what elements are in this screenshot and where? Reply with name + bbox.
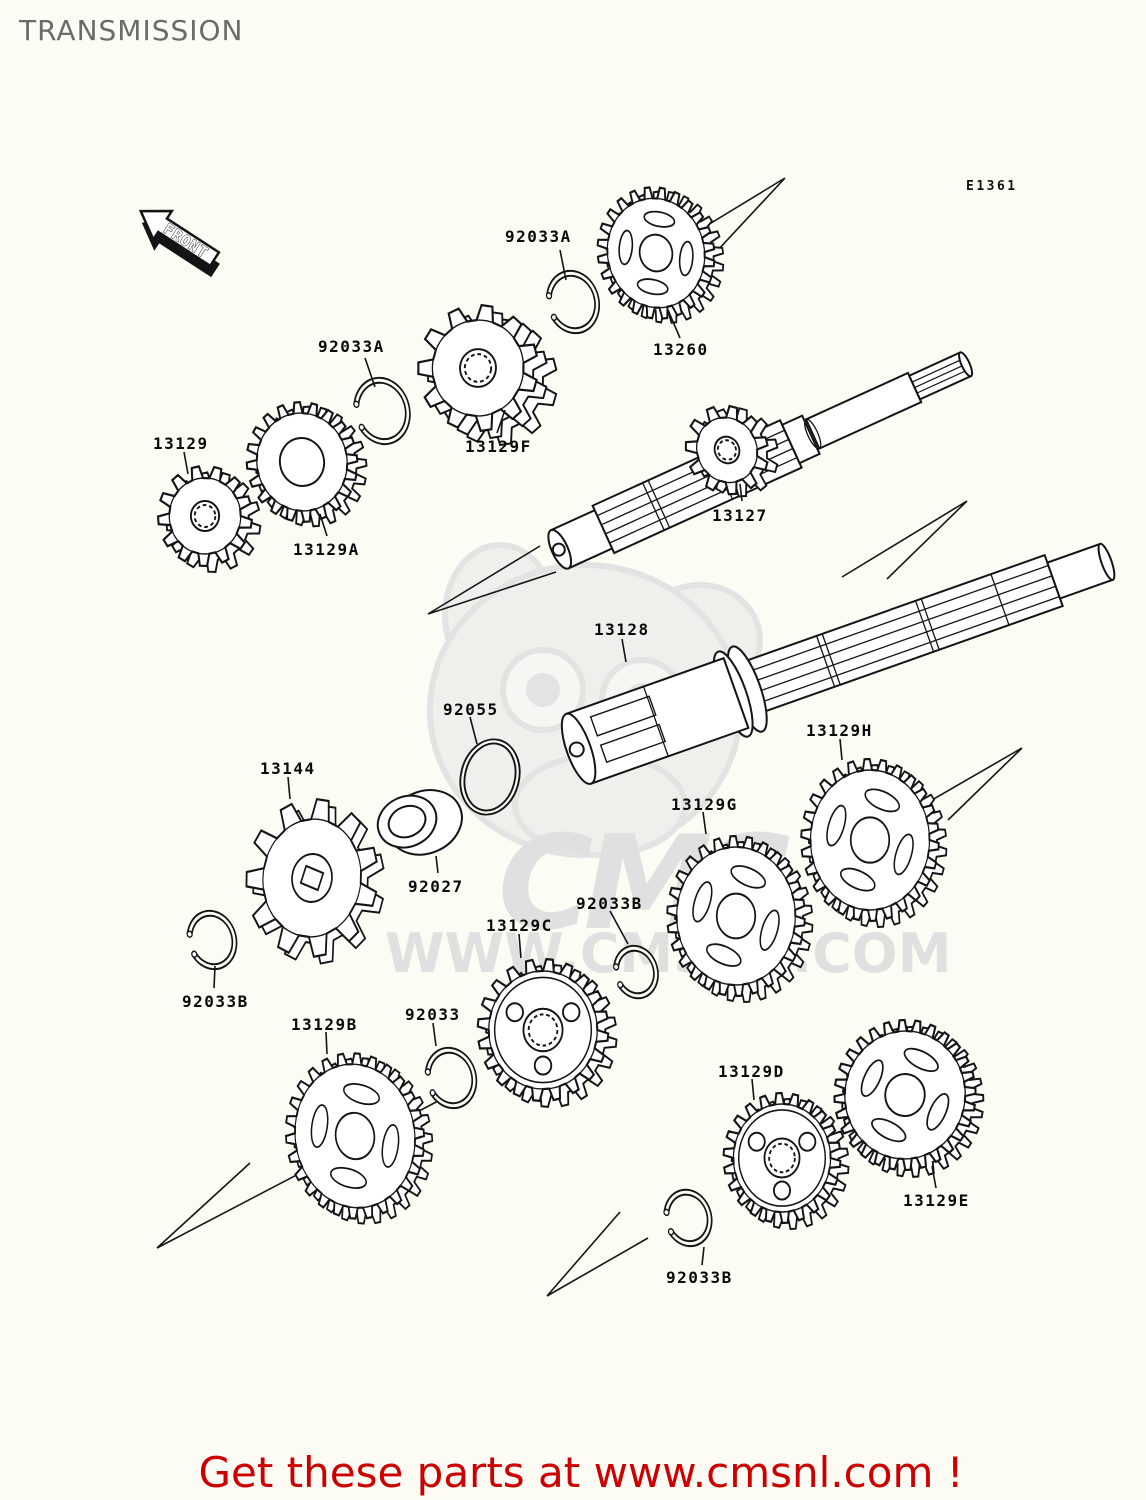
page-title: TRANSMISSION [18, 14, 244, 47]
bushing-92027 [376, 789, 463, 856]
gear-13129d [722, 1091, 850, 1231]
circlip-92033b-1 [186, 909, 238, 971]
output-shaft-13128 [560, 542, 1116, 785]
o-ring-92055 [459, 738, 521, 816]
part-label-92033b-1: 92033B [182, 992, 249, 1011]
part-label-13129a: 13129A [293, 540, 360, 559]
axis-arrow [841, 500, 968, 580]
gear-13129 [156, 465, 262, 574]
part-label-13127: 13127 [712, 506, 768, 525]
circlip-92033b-2 [612, 944, 659, 1000]
axis-arrow [546, 1211, 649, 1297]
sprocket-13144 [245, 797, 385, 965]
circlip-92033b-3 [663, 1188, 713, 1248]
circlip-92033 [424, 1046, 478, 1110]
gear-13129b [284, 1052, 434, 1225]
circlip-92033a-2 [353, 376, 411, 446]
footer-promo-text: Get these parts at www.cmsnl.com ! [198, 1448, 963, 1497]
part-label-92033b-2: 92033B [576, 894, 643, 913]
part-label-92033b-3: 92033B [666, 1268, 733, 1287]
gear-13129h [800, 757, 948, 929]
part-label-13129f: 13129F [465, 437, 532, 456]
part-label-92033: 92033 [405, 1005, 461, 1024]
part-label-13129h: 13129H [806, 721, 873, 740]
part-label-92027: 92027 [408, 877, 464, 896]
axis-arrow [427, 545, 557, 615]
part-label-13129g: 13129G [671, 795, 738, 814]
front-arrow-body [138, 209, 221, 268]
front-direction-arrow: FRONT [138, 209, 221, 278]
gear-cluster-13129f [417, 303, 558, 447]
gear-13129c [476, 957, 618, 1108]
part-label-92033a-2: 92033A [318, 337, 385, 356]
part-label-13129b: 13129B [291, 1015, 358, 1034]
circlip-92033a-1 [545, 269, 601, 335]
part-label-13128: 13128 [594, 620, 650, 639]
gear-13260 [596, 186, 725, 324]
part-label-13260: 13260 [653, 340, 709, 359]
part-label-92033a-1: 92033A [505, 227, 572, 246]
part-label-13129: 13129 [153, 434, 209, 453]
part-label-92055: 92055 [443, 700, 499, 719]
part-label-13144: 13144 [260, 759, 316, 778]
front-arrow-shadow [141, 222, 220, 278]
part-label-13129e: 13129E [903, 1191, 970, 1210]
pinion-on-13127 [684, 404, 779, 498]
part-label-13129c: 13129C [486, 916, 553, 935]
gear-13129g [666, 834, 814, 1004]
leader-lines [183, 249, 937, 1266]
gear-13129e [833, 1018, 985, 1178]
part-label-13129d: 13129D [718, 1062, 785, 1081]
diagram-code: E1361 [966, 179, 1018, 194]
gear-13129a [245, 401, 368, 528]
